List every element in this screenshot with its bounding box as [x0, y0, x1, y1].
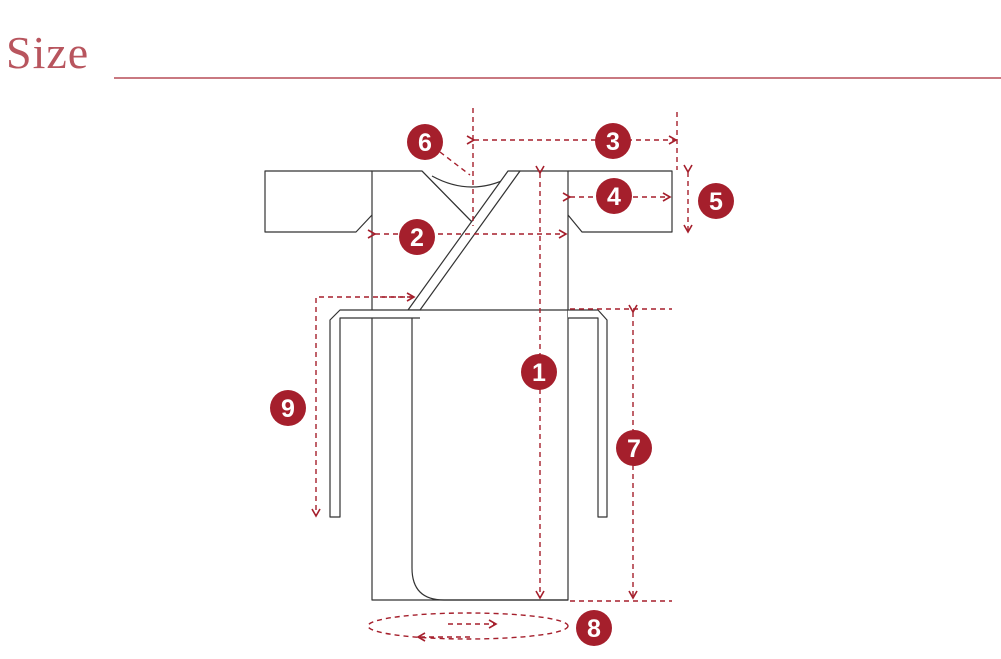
marker-1: 1: [521, 354, 557, 390]
marker-4: 4: [596, 178, 632, 214]
header: Size: [0, 0, 1001, 100]
marker-6-label: 6: [418, 129, 432, 157]
front-panel: [411, 310, 568, 601]
marker-8: 8: [576, 610, 612, 646]
marker-9: 9: [270, 390, 306, 426]
page-title: Size: [6, 27, 90, 78]
collar-left: [421, 170, 473, 223]
marker-7: 7: [616, 430, 652, 466]
marker-1-label: 1: [532, 359, 546, 387]
measure-8-hem-loop: [367, 612, 569, 640]
marker-5: 5: [698, 183, 734, 219]
garment-outline: [264, 170, 673, 601]
measure-9-tie: [311, 296, 414, 518]
marker-8-label: 8: [587, 615, 601, 643]
marker-5-label: 5: [709, 188, 723, 216]
left-sleeve: [264, 170, 373, 233]
measure-6-leader: [439, 151, 471, 176]
marker-7-label: 7: [627, 435, 641, 463]
marker-2-label: 2: [410, 224, 424, 252]
left-tie: [329, 309, 420, 518]
marker-3-label: 3: [606, 128, 620, 156]
marker-6: 6: [407, 124, 443, 160]
marker-4-label: 4: [607, 183, 621, 211]
marker-3: 3: [595, 123, 631, 159]
marker-2: 2: [399, 219, 435, 255]
marker-9-label: 9: [281, 395, 295, 423]
title-underline: [114, 77, 1001, 79]
right-tie: [568, 309, 608, 518]
